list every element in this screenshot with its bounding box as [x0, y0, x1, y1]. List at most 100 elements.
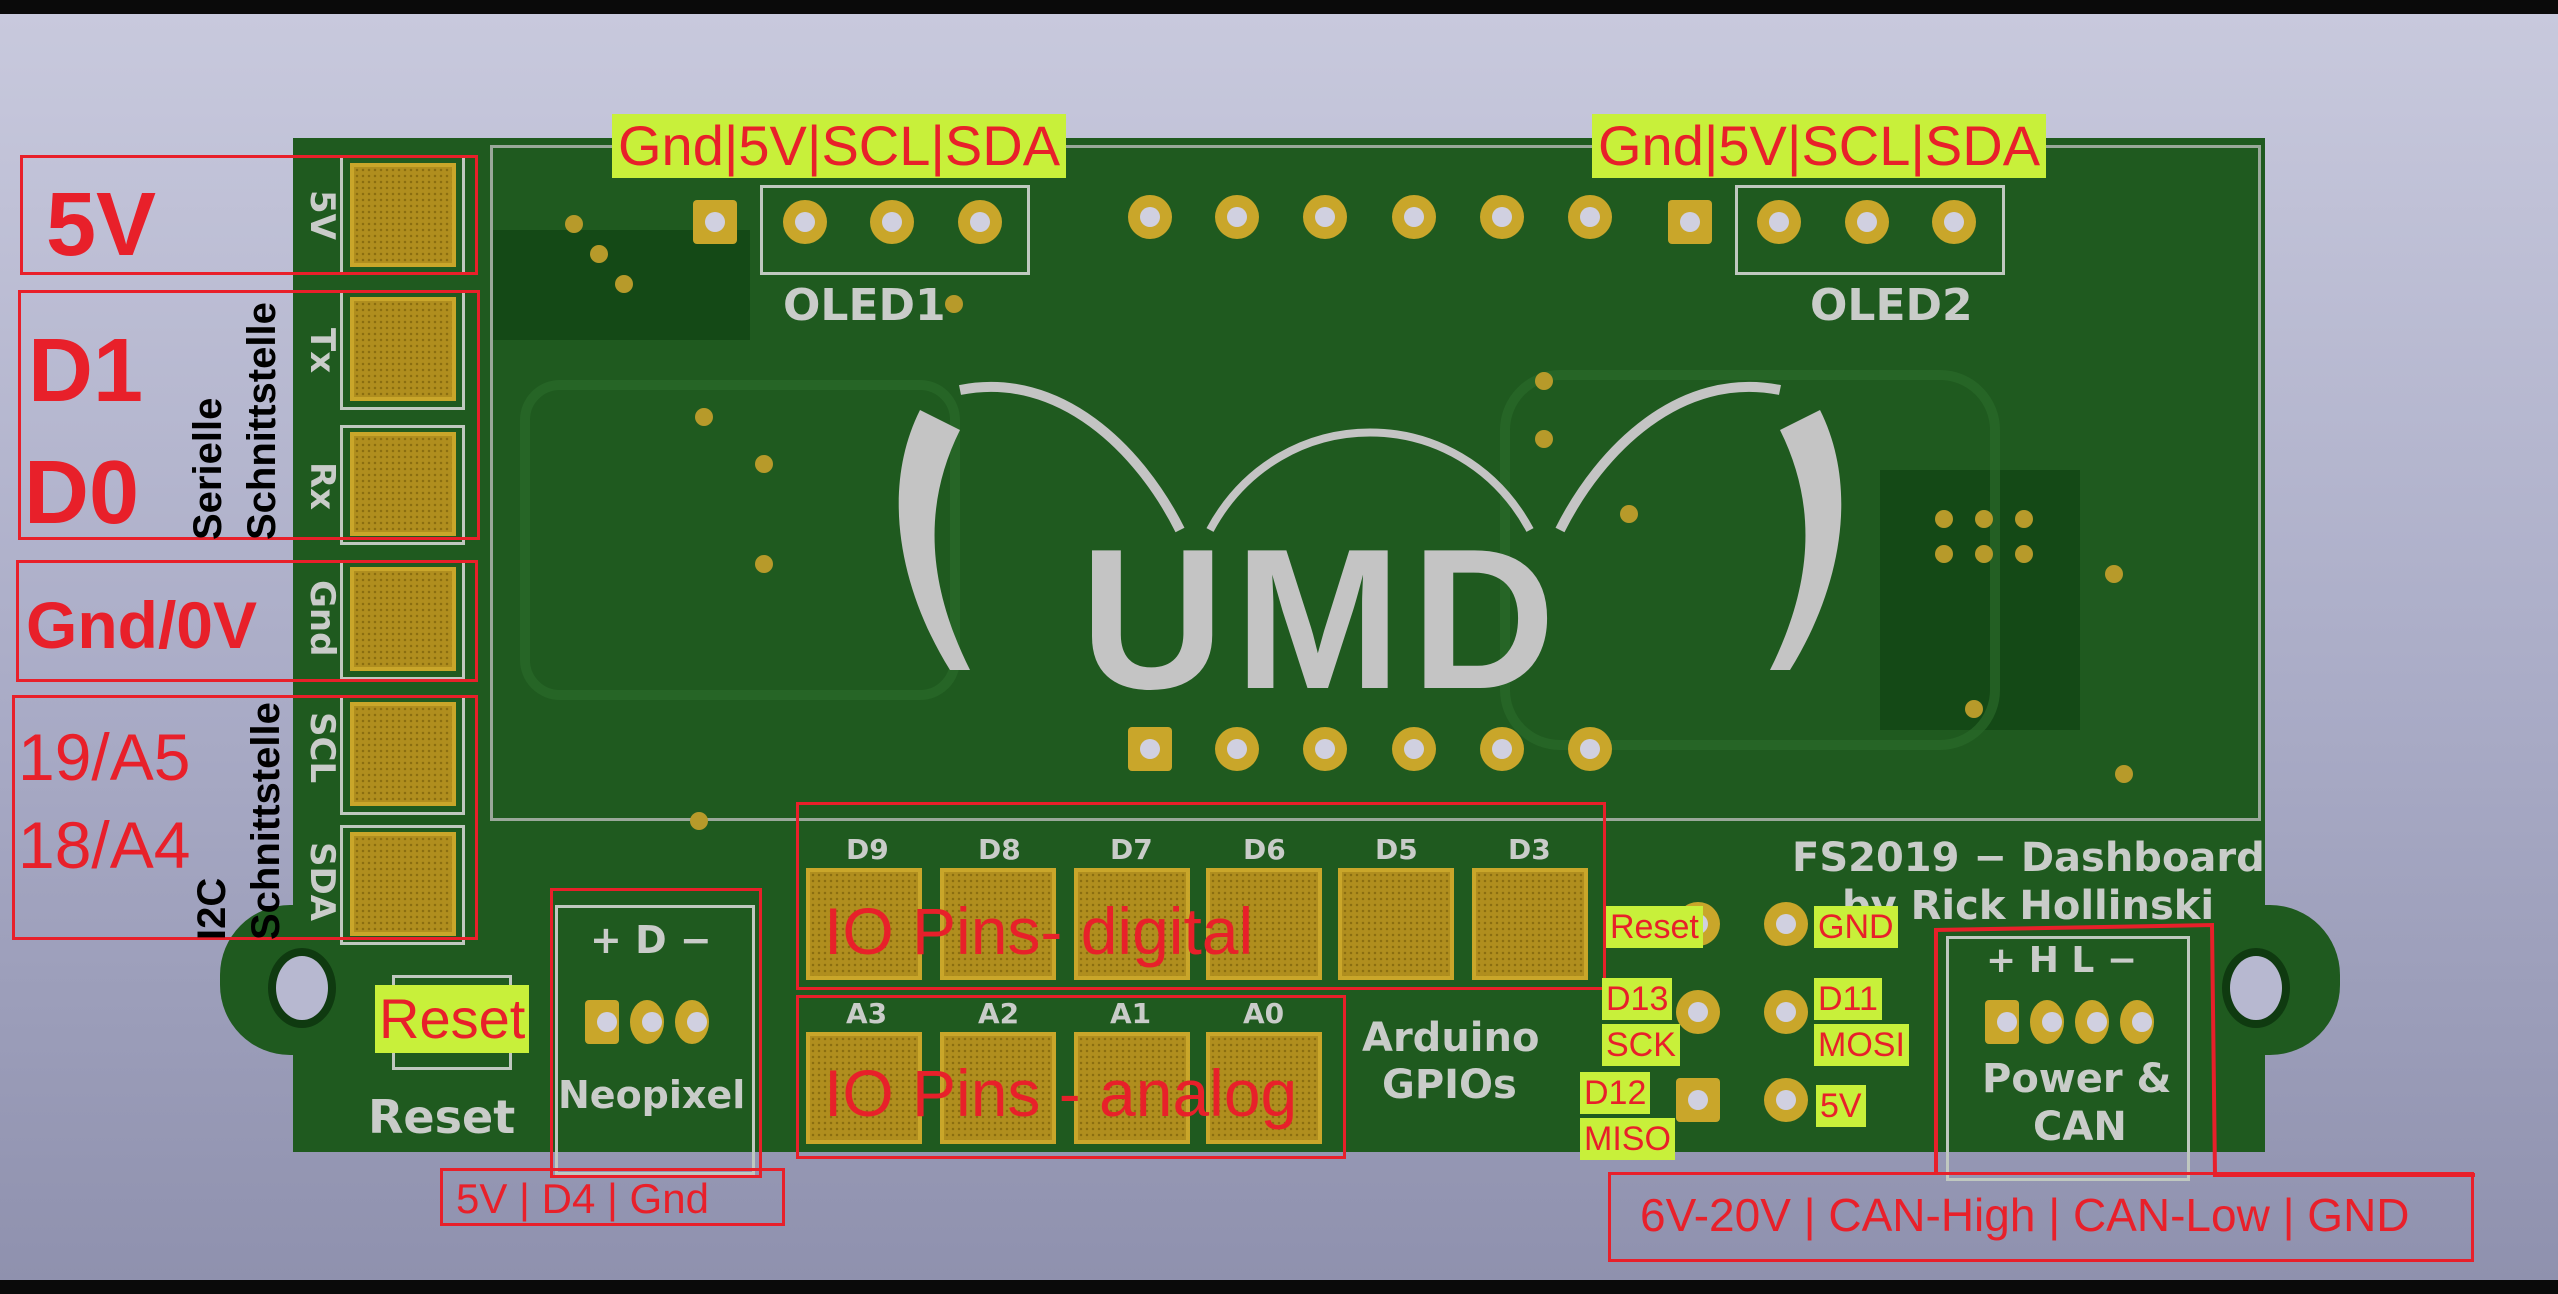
silk-author: by Rick Hollinski	[1842, 883, 2215, 929]
display-pin	[1480, 195, 1524, 239]
oled2-label: OLED2	[1810, 280, 1973, 331]
display-pin	[1568, 195, 1612, 239]
via	[2015, 510, 2033, 528]
via	[690, 812, 708, 830]
oled2-pin-annotation: Gnd|5V|SCL|SDA	[1592, 114, 2047, 178]
label-io-analog: IO Pins - analog	[824, 1056, 1298, 1130]
oled1-pin-scl	[870, 200, 914, 244]
isp-pin-gnd	[1764, 902, 1808, 946]
pad-d9	[806, 868, 922, 980]
silk-a2: A2	[978, 997, 1020, 1030]
isp-pin-mosi	[1764, 990, 1808, 1034]
silk-can: CAN	[2033, 1104, 2127, 1150]
pad-a0	[1206, 1032, 1322, 1144]
oled1-pin-5v	[783, 200, 827, 244]
display-pin	[1303, 195, 1347, 239]
mounting-hole-right	[2222, 948, 2290, 1028]
pad-sda	[350, 832, 456, 936]
label-neopixel-pins: 5V | D4 | Gnd	[456, 1175, 709, 1222]
display-pin	[1215, 195, 1259, 239]
silk-title: FS2019 − Dashboard	[1792, 835, 2265, 881]
via	[755, 555, 773, 573]
box-neopixel	[550, 888, 762, 1178]
via	[1620, 505, 1638, 523]
silk-reset: Reset	[368, 1090, 516, 1144]
silk-d6: D6	[1243, 833, 1286, 866]
trace	[520, 380, 960, 700]
label-isp-reset: Reset	[1606, 906, 1703, 948]
via	[2115, 765, 2133, 783]
via	[1935, 510, 1953, 528]
via	[1975, 545, 1993, 563]
box-io-analog	[796, 995, 1346, 1159]
label-19-a5: 19/A5	[18, 720, 191, 794]
label-isp-5v: 5V	[1816, 1085, 1866, 1127]
pad-d7	[1074, 868, 1190, 980]
pad-tx	[350, 297, 456, 401]
silk-neopixel-pins: + D −	[590, 918, 712, 962]
label-reset: Reset	[375, 985, 530, 1053]
power-pin-plus	[1985, 1000, 2019, 1044]
pad-frame	[340, 825, 465, 945]
silk-power-can: Power &	[1982, 1056, 2172, 1102]
box-serial	[18, 290, 480, 540]
oled1-pin-gnd	[693, 200, 737, 244]
display-pin	[1303, 727, 1347, 771]
label-isp-sck: SCK	[1602, 1024, 1680, 1066]
label-isp-gnd: GND	[1814, 906, 1898, 948]
oled1-header-outline	[760, 185, 1030, 275]
neopixel-pin-5v	[585, 1000, 619, 1044]
silk-power-pins: + H L −	[1986, 940, 2137, 981]
pad-d6	[1206, 868, 1322, 980]
pad-a3	[806, 1032, 922, 1144]
display-pin	[1128, 727, 1172, 771]
pad-d3	[1472, 868, 1588, 980]
silk-a0: A0	[1243, 997, 1285, 1030]
oled2-header-outline	[1735, 185, 2005, 275]
pad-d5	[1338, 868, 1454, 980]
silk-neopixel: Neopixel	[558, 1073, 746, 1117]
oled1-pin-annotation: Gnd|5V|SCL|SDA	[612, 114, 1067, 178]
power-pin-l	[2075, 1000, 2109, 1044]
silk-a3: A3	[846, 997, 888, 1030]
oled1-pin-sda	[958, 200, 1002, 244]
pad-rx	[350, 432, 456, 536]
box-io-digital	[796, 802, 1606, 990]
pad-d8	[940, 868, 1056, 980]
pad-a2	[940, 1032, 1056, 1144]
label-io-digital: IO Pins- digital	[824, 894, 1254, 968]
silk-d8: D8	[978, 833, 1021, 866]
label-gnd: Gnd/0V	[26, 588, 258, 662]
via	[565, 215, 583, 233]
via	[615, 275, 633, 293]
oled2-pin-gnd	[1668, 200, 1712, 244]
pad-gnd	[350, 567, 456, 671]
silk-gpios: GPIOs	[1382, 1062, 1517, 1108]
via	[590, 245, 608, 263]
display-pin	[1480, 727, 1524, 771]
via	[945, 295, 963, 313]
pad-frame	[340, 425, 465, 545]
pad-5v	[350, 163, 456, 267]
label-isp-d11: D11	[1814, 978, 1882, 1020]
oled1-label: OLED1	[783, 280, 946, 331]
pad-scl	[350, 702, 456, 806]
power-pin-minus	[2120, 1000, 2154, 1044]
pad-a1	[1074, 1032, 1190, 1144]
box-5v	[20, 155, 478, 275]
display-pin	[1568, 727, 1612, 771]
label-isp-mosi: MOSI	[1814, 1024, 1909, 1066]
label-isp-d12: D12	[1580, 1072, 1651, 1114]
display-pin	[1128, 195, 1172, 239]
box-neopixel-pins	[440, 1168, 785, 1226]
horse-logo-icon	[898, 381, 1842, 670]
label-power-pins: 6V-20V | CAN-High | CAN-Low | GND	[1640, 1189, 2410, 1241]
silk-d5: D5	[1375, 833, 1418, 866]
silk-d3: D3	[1508, 833, 1551, 866]
isp-pin-miso	[1676, 1078, 1720, 1122]
umd-logo-text: UMD	[1080, 508, 1566, 731]
via	[2015, 545, 2033, 563]
display-outline	[490, 145, 2261, 821]
via	[1975, 510, 1993, 528]
